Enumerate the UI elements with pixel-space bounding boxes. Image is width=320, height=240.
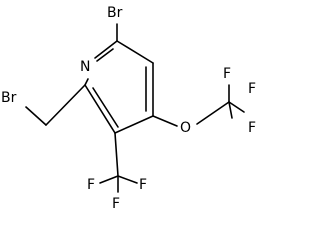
bond-n-c2 — [84, 78, 89, 86]
atom-label-ether-oxygen: O — [180, 120, 191, 136]
pyridine-ring — [84, 40, 154, 134]
bond-c6-n-inner — [96, 48, 114, 62]
bond-c2-c3 — [84, 84, 116, 134]
chemical-structure: N Br Br O F F F F F F — [1, 5, 256, 212]
atom-label-bromo: Br — [107, 5, 123, 21]
bond-c6-n — [94, 40, 118, 59]
atom-label-ocf3-fluorine-top: F — [223, 66, 231, 82]
atom-label-bromomethyl-bromine: Br — [1, 90, 17, 106]
bond-ocf3-f-bottom — [228, 101, 233, 119]
atom-label-ocf3-fluorine-right: F — [248, 81, 256, 97]
bond-c5-c6 — [116, 40, 154, 64]
atom-label-cf3-fluorine-right: F — [139, 177, 147, 193]
bond-cf3-f-left — [99, 175, 119, 184]
bond-ocf3-f-right — [228, 101, 245, 113]
atom-labels: N Br Br O F F F F F F — [1, 5, 256, 212]
bond-ch2-br — [25, 106, 47, 126]
substituent-bonds — [25, 23, 245, 193]
bond-c2-ch2 — [45, 84, 86, 126]
atom-label-cf3-fluorine-left: F — [87, 177, 95, 193]
bond-cf3-f-right — [117, 175, 138, 184]
atom-label-ocf3-fluorine-bottom: F — [248, 120, 256, 136]
bond-c3-c4 — [114, 115, 154, 134]
bond-c4-o — [152, 115, 178, 127]
bond-o-cf3 — [196, 101, 230, 125]
bond-c3-cf3 — [114, 132, 119, 177]
atom-label-cf3-fluorine-bottom: F — [112, 196, 120, 212]
bond-c2-c3-inner — [92, 87, 119, 128]
atom-label-ring-nitrogen: N — [80, 59, 90, 75]
